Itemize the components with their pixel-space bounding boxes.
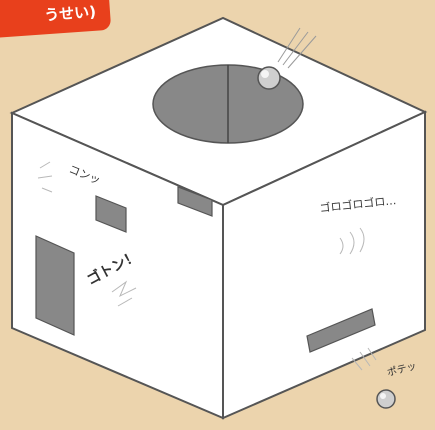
ball-top-motion-lines [277,27,317,69]
right-slot [306,308,376,353]
cube-right-face [222,110,426,420]
ball-bottom [376,389,396,409]
impact-marks [37,161,377,371]
ball-top-highlight [261,70,269,78]
ball-bottom-highlight [380,393,386,399]
sfx-potetsu: ポテッ [386,360,418,379]
left-slot-small [95,195,127,233]
left-slot-upper [177,186,213,217]
ball-top [257,66,281,90]
left-door [35,235,75,336]
